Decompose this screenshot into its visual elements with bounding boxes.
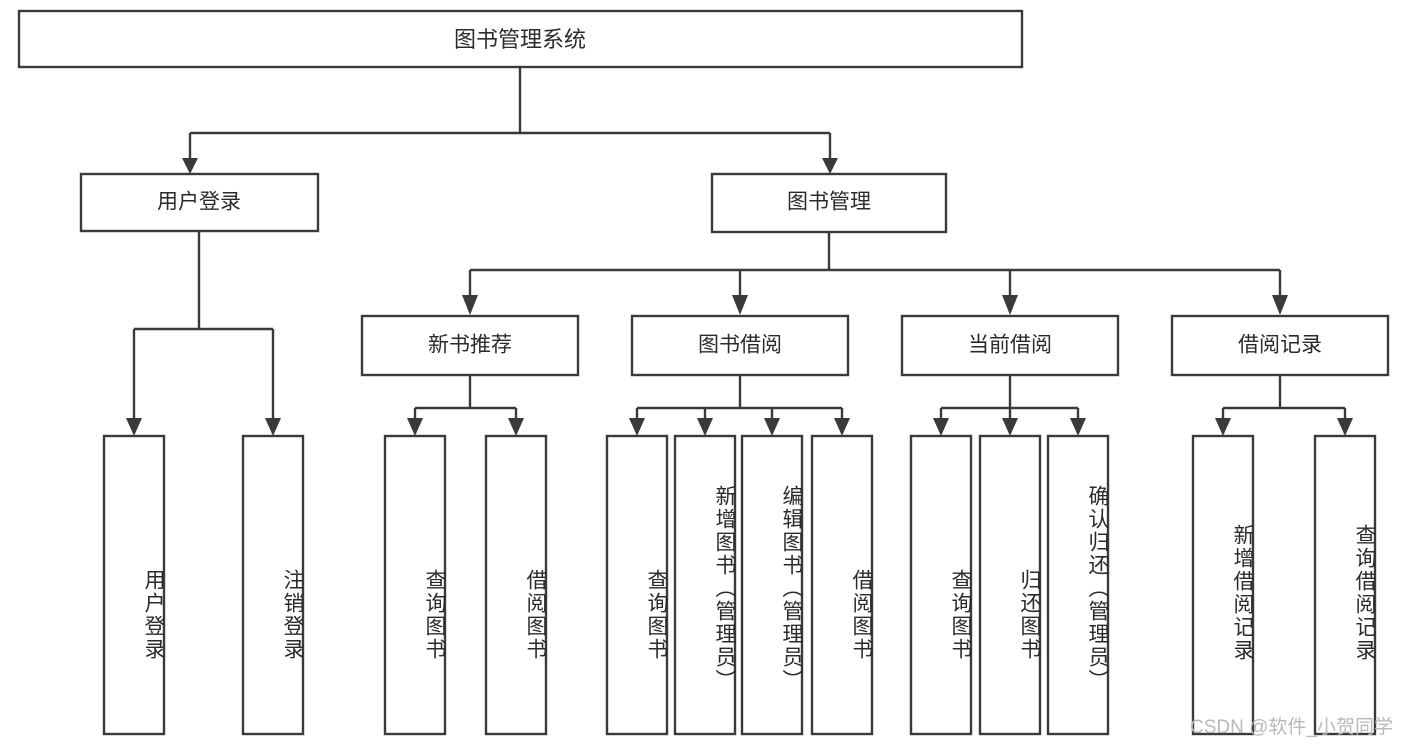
arrowhead-leaf-borrow-book-1 (508, 418, 524, 436)
node-leaf-add-book-box[interactable] (673, 434, 737, 736)
node-leaf-borrow-book-1-box[interactable] (484, 434, 548, 736)
node-book-manage-label: 图书管理 (787, 191, 871, 214)
node-leaf-edit-book-box[interactable] (740, 434, 804, 736)
node-user-login-box[interactable] (79, 172, 320, 233)
arrowhead-leaf-query-book-2 (629, 418, 645, 436)
node-borrow-record[interactable]: 借阅记录 (1170, 314, 1390, 377)
arrowhead-book-manage (822, 158, 838, 174)
node-root-box[interactable] (17, 9, 1024, 69)
node-root[interactable]: 图书管理系统 (17, 9, 1024, 69)
node-leaf-logout-box[interactable] (241, 434, 305, 736)
arrowhead-leaf-add-book (697, 418, 713, 436)
node-leaf-query-book-2-box[interactable] (605, 434, 669, 736)
node-current-borrow-label: 当前借阅 (968, 334, 1052, 357)
arrowhead-leaf-return-book (1002, 418, 1018, 436)
node-book-manage-box[interactable] (710, 172, 948, 234)
node-leaf-confirm-return-box[interactable] (1046, 434, 1110, 736)
arrowhead-current-borrow (1002, 295, 1018, 315)
arrowhead-leaf-confirm-return (1070, 418, 1086, 436)
node-user-login-label: 用户登录 (157, 191, 241, 214)
node-leaf-query-record-box[interactable] (1313, 434, 1377, 736)
node-book-borrow-label: 图书借阅 (698, 334, 782, 357)
node-leaf-query-book-1-box[interactable] (383, 434, 447, 736)
node-book-borrow[interactable]: 图书借阅 (630, 314, 850, 377)
arrowhead-user-login (182, 158, 198, 174)
arrowhead-leaf-add-record (1215, 418, 1231, 436)
node-leaf-borrow-book-2-box[interactable] (810, 434, 874, 736)
arrowhead-leaf-edit-book (764, 418, 780, 436)
node-current-borrow[interactable]: 当前借阅 (900, 314, 1120, 377)
node-root-label: 图书管理系统 (454, 27, 586, 52)
node-borrow-record-box[interactable] (1170, 314, 1390, 377)
node-new-book-recommend-box[interactable] (360, 314, 580, 377)
arrowhead-leaf-logout (265, 418, 281, 436)
node-book-manage[interactable]: 图书管理 (710, 172, 948, 234)
leaf-box-layer (102, 434, 1377, 736)
arrowhead-leaf-query-book-1 (407, 418, 423, 436)
node-new-book-recommend[interactable]: 新书推荐 (360, 314, 580, 377)
node-leaf-return-book-box[interactable] (978, 434, 1042, 736)
arrowhead-leaf-query-record (1337, 418, 1353, 436)
node-current-borrow-box[interactable] (900, 314, 1120, 377)
connector-layer (126, 67, 1353, 436)
arrowhead-new-book-recommend (462, 295, 478, 315)
node-leaf-query-book-3-box[interactable] (909, 434, 973, 736)
arrowhead-book-borrow (732, 295, 748, 315)
node-new-book-recommend-label: 新书推荐 (428, 334, 512, 357)
arrowhead-leaf-query-book-3 (933, 418, 949, 436)
csdn-watermark: CSDN @软件_小贺同学 (1190, 717, 1393, 738)
node-borrow-record-label: 借阅记录 (1238, 334, 1322, 357)
node-book-borrow-box[interactable] (630, 314, 850, 377)
node-leaf-add-record-box[interactable] (1191, 434, 1255, 736)
arrowhead-leaf-borrow-book-2 (834, 418, 850, 436)
node-leaf-user-login-box[interactable] (102, 434, 166, 736)
arrowhead-leaf-user-login (126, 418, 142, 436)
arrowhead-borrow-record (1272, 295, 1288, 315)
node-user-login[interactable]: 用户登录 (79, 172, 320, 233)
